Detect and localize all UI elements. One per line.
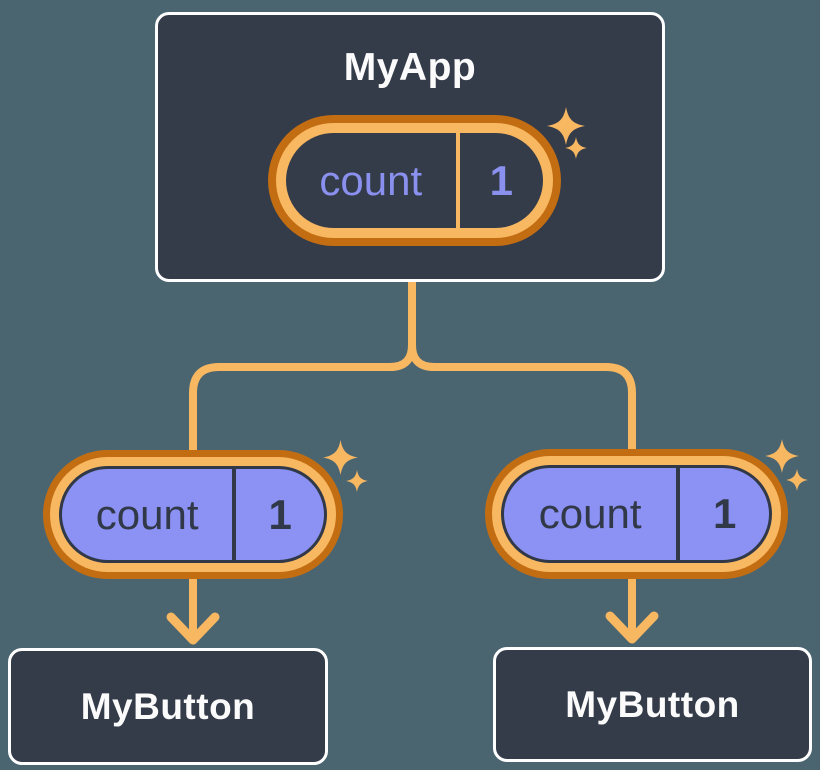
prop-pill-left-ring: count 1 [50,457,336,572]
state-label: count [319,156,423,204]
node-mybutton-left-title: MyButton [80,685,256,727]
connector-right-branch [408,276,636,642]
arrowhead-left-icon [166,612,220,645]
prop-pill-right-ring: count 1 [492,456,781,572]
state-value: 1 [455,133,543,228]
prop-value-left: 1 [232,469,324,560]
state-pill-body: count 1 [286,133,543,228]
arrowhead-right-icon [605,611,659,644]
sparkle-icon [786,469,808,491]
node-mybutton-left: MyButton [8,648,328,765]
prop-pill-left-body: count 1 [59,466,327,563]
state-pill: count 1 [268,115,561,246]
node-mybutton-right: MyButton [493,647,812,762]
node-myapp: MyApp count 1 [155,12,665,282]
state-pill-ring: count 1 [276,123,553,238]
prop-pill-left: count 1 [43,450,343,579]
sparkle-icon [765,439,799,473]
sparkle-icon [547,107,585,145]
prop-label-left: count [95,490,199,538]
sparkle-icon [346,470,368,492]
prop-value-right: 1 [676,468,769,560]
prop-pill-right-body: count 1 [501,465,772,563]
prop-label-right: count [538,490,642,537]
sparkle-icon [323,440,358,475]
sparkle-icon [565,137,587,159]
node-mybutton-right-title: MyButton [565,683,740,725]
prop-pill-right: count 1 [485,449,788,579]
node-myapp-title: MyApp [343,46,477,89]
